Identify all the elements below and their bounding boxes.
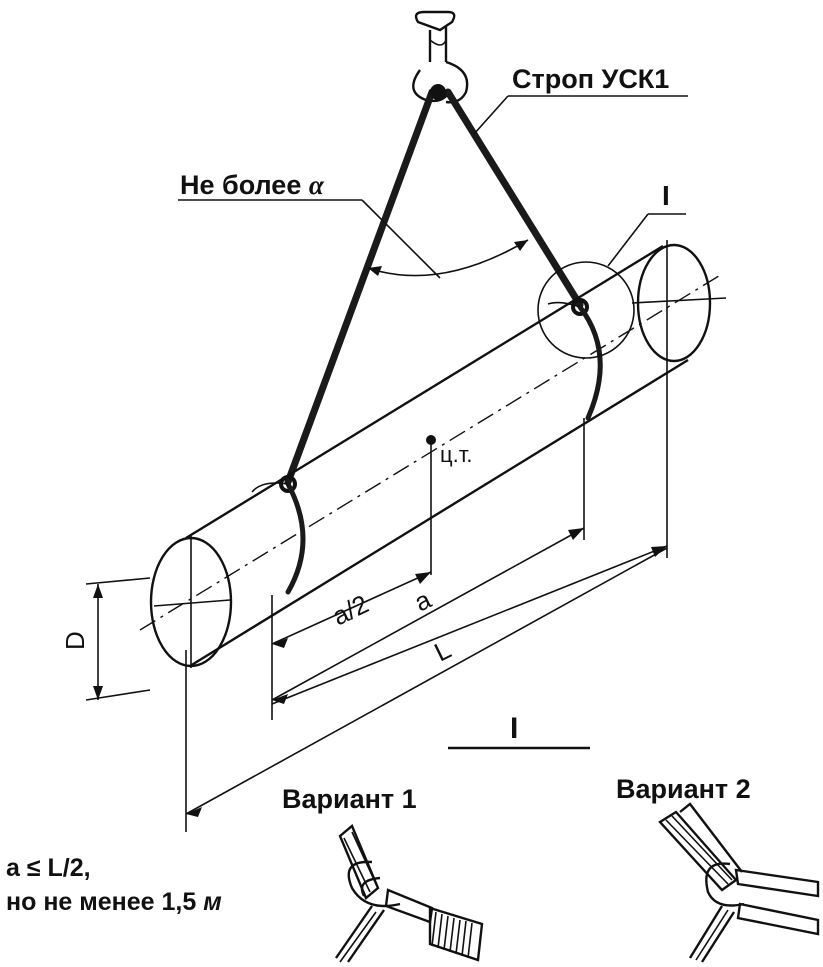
pipe-body <box>139 240 727 668</box>
note-line-2: но не менее 1,5 м <box>6 890 222 915</box>
detail-mark-label: I <box>662 180 670 211</box>
cg-label: ц.т. <box>440 442 473 467</box>
dim-L-label: L <box>429 634 455 667</box>
variant2-title: Вариант 2 <box>616 774 751 804</box>
variant2-detail <box>658 802 820 963</box>
variant1-title: Вариант 1 <box>282 784 417 814</box>
sling-ropes <box>279 84 589 493</box>
dim-a-label: a <box>409 584 436 618</box>
variant1-detail <box>335 824 484 963</box>
crane-hook <box>412 10 469 104</box>
note-line-2-unit: м <box>203 888 222 916</box>
angle-label: Не более α <box>180 172 324 199</box>
dim-D-label: D <box>60 631 90 650</box>
sling-leader-line <box>473 95 509 135</box>
detail-circle <box>537 261 635 359</box>
extension-lines <box>85 318 668 832</box>
sling-label: Строп УСК1 <box>512 64 670 94</box>
sling-wraps <box>251 301 603 595</box>
angle-symbol: α <box>308 170 324 200</box>
detail-title: I <box>510 712 519 745</box>
detail-leader-line <box>607 213 649 267</box>
angle-label-text: Не более <box>180 170 302 200</box>
dimension-lines <box>93 527 668 817</box>
note-line-2-text: но не менее 1,5 <box>6 888 204 916</box>
angle-arc <box>178 199 529 279</box>
dim-half-a-label: a/2 <box>327 589 373 632</box>
note-line-1: a ≤ L/2, <box>6 854 91 882</box>
